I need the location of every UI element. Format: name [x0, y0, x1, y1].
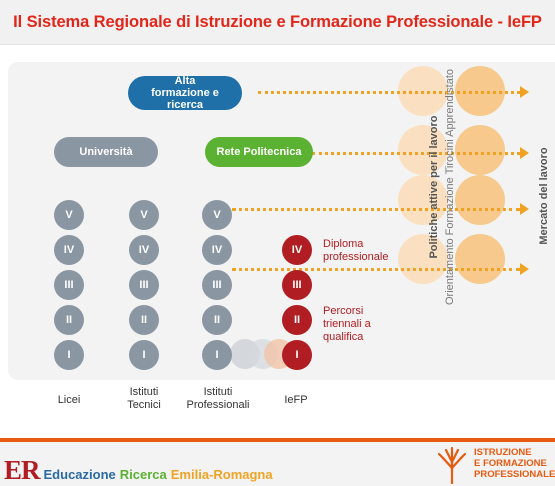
footer-word-educazione: Educazione — [43, 467, 116, 482]
level-circle: V — [129, 200, 159, 230]
orange-circle — [455, 234, 505, 284]
er-logo: ER Educazione Ricerca Emilia-Romagna — [4, 455, 273, 485]
orange-circle-light — [398, 125, 448, 175]
level-circle: IV — [54, 235, 84, 265]
level-circle: III — [129, 270, 159, 300]
alta-formazione-box: Alta formazione e ricerca — [128, 75, 242, 111]
title-bar — [0, 0, 555, 45]
arrow-line — [232, 208, 520, 211]
mercato-label: Mercato del lavoro — [538, 147, 550, 245]
iefp-level-circle: II — [282, 305, 312, 335]
level-circle: V — [202, 200, 232, 230]
politiche-label: Politiche attive per il lavoro — [428, 115, 440, 259]
level-circle: III — [54, 270, 84, 300]
logo-line-2: E FORMAZIONE — [474, 458, 547, 469]
er-logo-mark: ER — [4, 455, 41, 485]
arrow-head-icon — [520, 147, 529, 159]
footer-divider — [0, 438, 555, 442]
level-circle: V — [54, 200, 84, 230]
iefp-level-circle: III — [282, 270, 312, 300]
orientamento-label: Orientamento Formazione Tirocini Apprend… — [444, 69, 456, 306]
page-title: Il Sistema Regionale di Istruzione e For… — [13, 13, 542, 31]
orange-circle — [455, 175, 505, 225]
level-circle: II — [129, 305, 159, 335]
level-circle: III — [202, 270, 232, 300]
level-circle: I — [54, 340, 84, 370]
arrow-head-icon — [520, 203, 529, 215]
arrow-line — [312, 152, 520, 155]
percorsi-annotation: Percorsi triennali a qualifica — [323, 305, 371, 343]
arrow-line — [232, 268, 520, 271]
orange-circle — [455, 125, 505, 175]
logo-line-3: PROFESSIONALE — [474, 469, 555, 480]
alta-formazione-label: Alta formazione e ricerca — [151, 75, 219, 111]
iefp-level-circle: IV — [282, 235, 312, 265]
tree-logo-icon — [437, 446, 467, 484]
diploma-annotation: Diploma professionale — [323, 238, 389, 263]
arrow-head-icon — [520, 263, 529, 275]
level-circle: I — [129, 340, 159, 370]
column-label-iefp: IeFP — [284, 394, 308, 406]
diagram-panel — [8, 62, 555, 380]
level-circle: I — [202, 340, 232, 370]
universita-box: Università — [54, 137, 158, 167]
level-circle: IV — [202, 235, 232, 265]
iefp-level-circle: I — [282, 340, 312, 370]
universita-label: Università — [79, 146, 133, 158]
rete-politecnica-label: Rete Politecnica — [216, 146, 302, 158]
orange-circle-light — [398, 175, 448, 225]
iefp-logo-text: ISTRUZIONE E FORMAZIONE PROFESSIONALE — [474, 447, 555, 480]
footer-word-emilia-romagna: Emilia-Romagna — [170, 467, 273, 482]
column-label-istituti-professionali: Istituti Professionali — [186, 386, 250, 411]
rete-politecnica-box: Rete Politecnica — [205, 137, 313, 167]
logo-line-1: ISTRUZIONE — [474, 447, 532, 458]
level-circle: II — [202, 305, 232, 335]
arrow-head-icon — [520, 86, 529, 98]
orange-circle-light — [398, 234, 448, 284]
column-label-licei: Licei — [57, 394, 81, 406]
column-label-istituti-tecnici: Istituti Tecnici — [127, 386, 161, 411]
level-circle: IV — [129, 235, 159, 265]
footer — [0, 442, 555, 486]
arrow-line — [258, 91, 520, 94]
footer-word-ricerca: Ricerca — [119, 467, 167, 482]
level-circle: II — [54, 305, 84, 335]
